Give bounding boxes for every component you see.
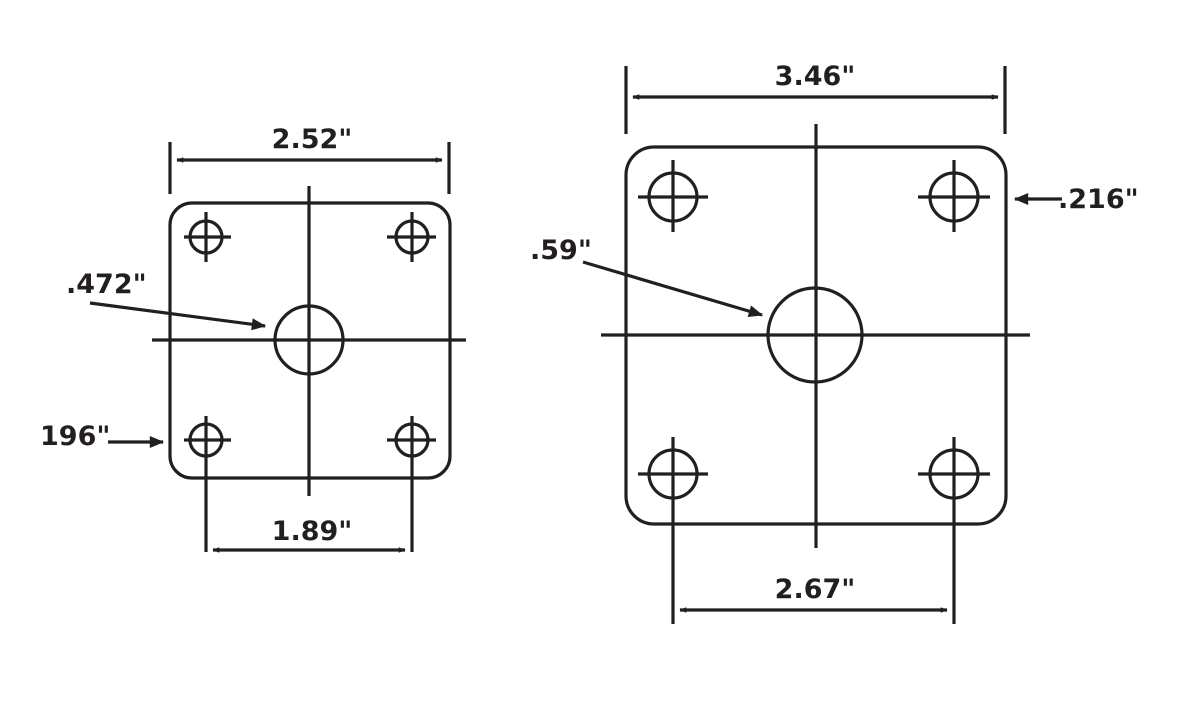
large-plate-mount-hole-label: .216" [1058, 184, 1139, 215]
small-plate-mount-hole-callout: 196" [40, 421, 165, 452]
small-plate-hole-spacing-dimension: 1.89" [212, 516, 406, 553]
small-plate-mount-hole [184, 212, 231, 262]
large-plate-width-dimension: 3.46" [624, 61, 1007, 134]
large-plate-mount-hole [638, 160, 708, 232]
small-plate-mount-hole [184, 416, 231, 552]
small-plate: 2.52" 1.89" .472" 196" [40, 124, 466, 553]
large-plate-hole-spacing-label: 2.67" [775, 574, 856, 605]
small-plate-mount-hole [387, 416, 436, 552]
large-plate: 3.46" 2.67" .59" .216" [530, 61, 1139, 624]
small-plate-center-hole-callout: .472" [66, 269, 267, 331]
large-plate-mount-hole [638, 437, 708, 624]
large-plate-hole-spacing-dimension: 2.67" [679, 574, 948, 613]
large-plate-center-hole [766, 286, 864, 384]
small-plate-center-hole-label: .472" [66, 269, 147, 300]
small-plate-width-dimension: 2.52" [168, 124, 451, 194]
small-plate-hole-spacing-label: 1.89" [272, 516, 353, 547]
large-plate-center-hole-label: .59" [530, 235, 592, 266]
large-plate-mount-hole-callout: .216" [1013, 184, 1139, 215]
small-plate-mount-hole-label: 196" [40, 421, 110, 452]
large-plate-width-label: 3.46" [775, 61, 856, 92]
large-plate-mount-hole [918, 437, 990, 624]
small-plate-center-hole [273, 304, 345, 376]
small-plate-width-label: 2.52" [272, 124, 353, 155]
large-plate-center-hole-callout: .59" [530, 235, 764, 318]
large-plate-mount-hole [918, 160, 990, 232]
small-plate-mount-hole [387, 212, 436, 262]
